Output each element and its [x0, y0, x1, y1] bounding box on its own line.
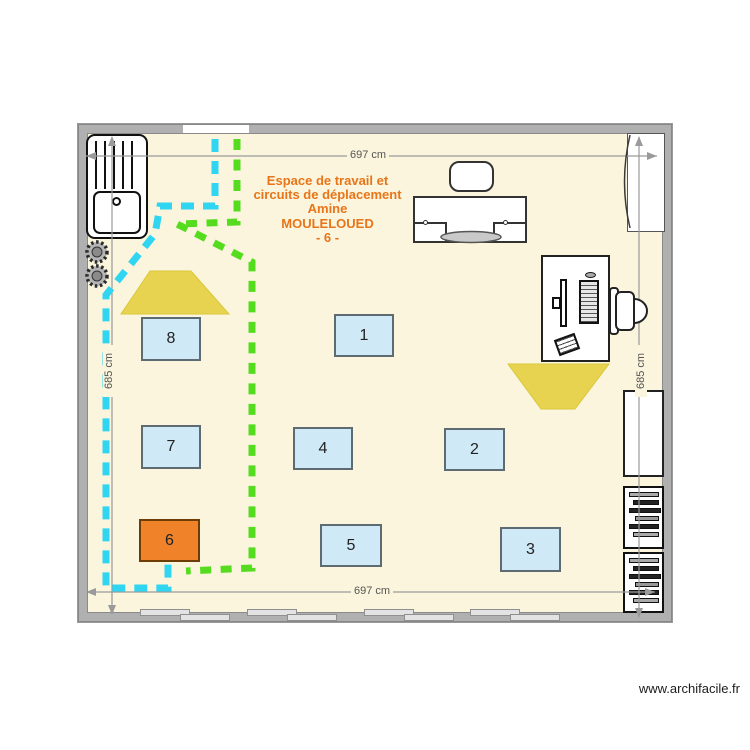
student-desk-8[interactable]: 8 [141, 317, 201, 361]
student-desk-2[interactable]: 2 [444, 428, 505, 471]
window-plank [287, 614, 337, 621]
title-line: circuits de déplacement [253, 187, 402, 203]
shelf-bar [629, 574, 661, 579]
storage-cabinet[interactable] [623, 390, 664, 477]
knob-icon [503, 220, 508, 225]
title-line: - 6 - [315, 229, 340, 245]
student-desk-3[interactable]: 3 [500, 527, 561, 572]
bookshelf-top[interactable] [623, 486, 664, 549]
desk-number: 6 [165, 531, 174, 549]
plan-title[interactable]: Espace de travail et circuits de déplace… [225, 173, 430, 245]
shelf-bar [633, 598, 659, 603]
window-plank [140, 609, 190, 616]
mouse-icon [585, 272, 596, 278]
window[interactable] [140, 608, 230, 623]
student-desk-1[interactable]: 1 [334, 314, 394, 357]
calculator-icon [553, 332, 581, 357]
window-plank [404, 614, 454, 621]
student-desk-5[interactable]: 5 [320, 524, 382, 567]
drawer-unit-right [493, 220, 527, 243]
dimension-label-top: 697 cm [347, 149, 390, 161]
shelf-bar [629, 590, 659, 595]
dimension-label-right: 685 cm [635, 345, 647, 397]
sink-unit[interactable] [86, 134, 148, 239]
bookshelf-bottom[interactable] [623, 552, 664, 613]
desk-number: 4 [318, 439, 328, 457]
desk-number: 5 [346, 536, 356, 554]
shelf-bar [629, 508, 661, 513]
student-desk-4[interactable]: 4 [293, 427, 353, 470]
shelf-bar [633, 532, 659, 537]
teacher-chair[interactable] [449, 161, 494, 192]
archifacile-watermark: www.archifacile.fr [638, 681, 740, 696]
teacher-desk[interactable] [413, 196, 527, 243]
window-plank [180, 614, 230, 621]
shelf-bar [633, 500, 659, 505]
draining-board-icon [95, 141, 139, 189]
window[interactable] [364, 608, 454, 623]
shelf-bar [629, 492, 659, 497]
monitor-icon [560, 279, 567, 327]
window-plank [247, 609, 297, 616]
sink-basin [93, 191, 141, 234]
computer-desk[interactable] [541, 255, 610, 362]
knob-icon [423, 220, 428, 225]
top-wall-door-opening[interactable] [183, 125, 249, 133]
student-desk-6-highlighted[interactable]: 6 [139, 519, 200, 562]
window-plank [364, 609, 414, 616]
dimension-label-left: 685 cm [103, 345, 115, 397]
window-plank [510, 614, 560, 621]
desk-number: 1 [359, 326, 369, 344]
window[interactable] [470, 608, 560, 623]
shelf-bar [635, 582, 659, 587]
desk-number: 8 [166, 330, 176, 347]
window[interactable] [247, 608, 337, 623]
desk-number: 2 [470, 440, 479, 458]
window-plank [470, 609, 520, 616]
title-line: MOULELOUED [281, 215, 374, 231]
drain-icon [112, 197, 121, 206]
title-line: Amine [307, 201, 348, 217]
student-desk-7[interactable]: 7 [141, 425, 201, 469]
title-line: Espace de travail et [266, 173, 389, 188]
keyboard-icon [579, 280, 599, 324]
dimension-label-bottom: 697 cm [351, 585, 394, 597]
desk-number: 3 [526, 540, 535, 558]
shelf-bar [633, 566, 659, 571]
door[interactable] [627, 133, 665, 232]
shelf-bar [629, 524, 659, 529]
desk-number: 7 [166, 438, 176, 455]
shelf-bar [635, 516, 659, 521]
shelf-bar [629, 558, 659, 563]
